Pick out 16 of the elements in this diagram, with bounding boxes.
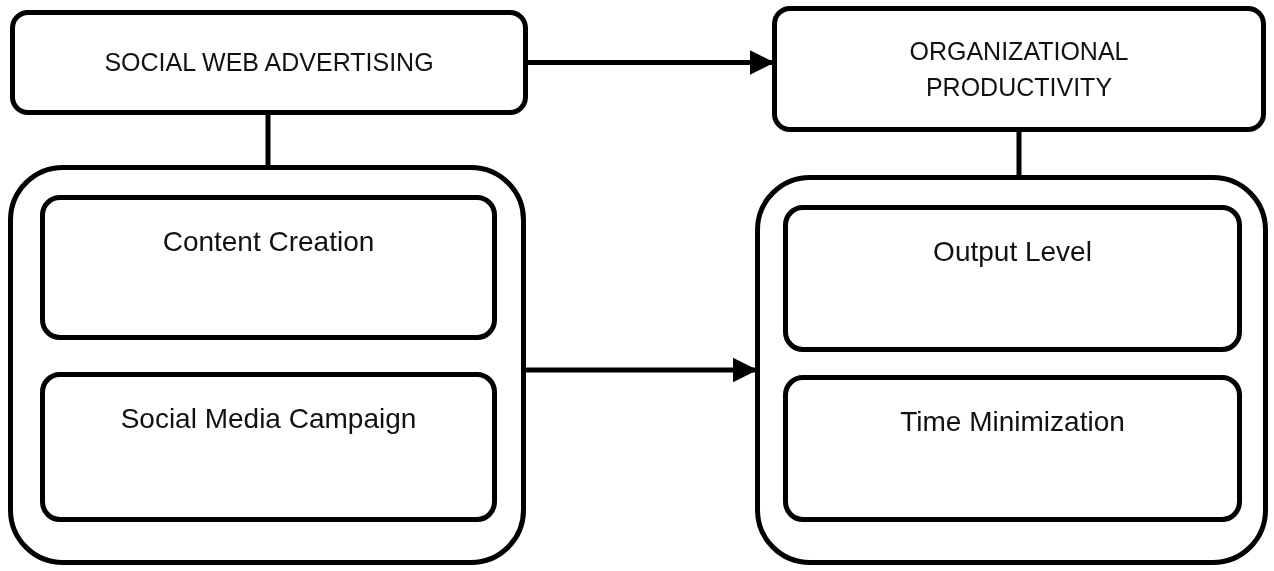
- connector-line: [265, 115, 271, 165]
- group-frame: [755, 175, 1268, 565]
- rounded-box: [783, 375, 1242, 522]
- group-frame: [8, 165, 526, 565]
- box-label: ORGANIZATIONAL PRODUCTIVITY: [908, 35, 1130, 103]
- box-label: Social Media Campaign: [120, 402, 417, 436]
- rounded-box: [40, 195, 497, 340]
- rounded-box: [10, 10, 528, 115]
- box-label: SOCIAL WEB ADVERTISING: [104, 47, 434, 79]
- box-label: Output Level: [933, 235, 1092, 269]
- box-label: Content Creation: [162, 225, 375, 259]
- connector-line: [1016, 132, 1022, 175]
- rounded-box: [772, 6, 1266, 132]
- rounded-box: [783, 205, 1242, 352]
- box-label: Time Minimization: [900, 405, 1125, 439]
- rounded-box: [40, 372, 497, 522]
